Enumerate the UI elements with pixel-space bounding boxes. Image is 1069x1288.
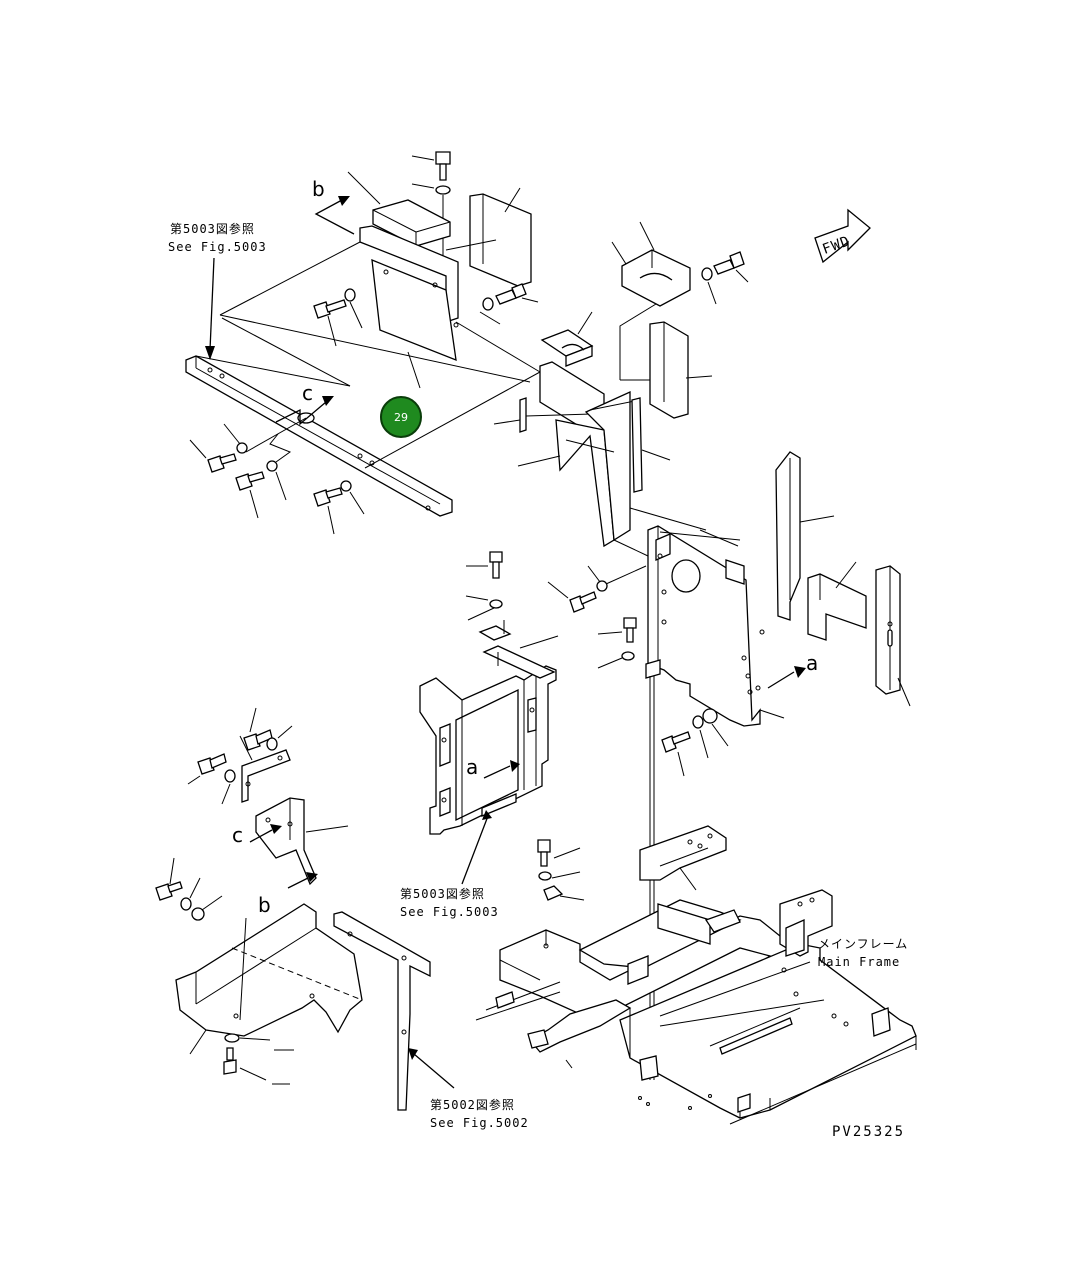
- bolt-washer-group-f: [547, 565, 647, 613]
- tall-side-panel: [775, 451, 835, 621]
- reference-top-left: 第5003図参照 See Fig.5003: [168, 221, 267, 360]
- top-block-pad: [347, 171, 451, 247]
- view-arrow-c-left: c: [232, 823, 282, 847]
- fwd-direction-arrow: FWD: [814, 208, 871, 264]
- view-letter-c-left: c: [232, 823, 243, 847]
- callout-badge-number: 29: [394, 411, 408, 424]
- vertical-bar: [631, 397, 671, 493]
- mounting-plate-upper: [359, 225, 497, 389]
- view-arrow-b-left: b: [258, 872, 318, 917]
- upper-right-bracket: [611, 221, 749, 380]
- tall-pad-right: [649, 321, 713, 419]
- bolt-washer-group-e: [313, 480, 365, 535]
- center-bracket-assembly: [493, 311, 664, 548]
- bolt-washer-group-g: [597, 617, 637, 669]
- view-arrow-b-top: b: [312, 177, 355, 235]
- bolt-washer-group-b: [479, 283, 539, 325]
- reference-bottom-en: See Fig.5002: [430, 1116, 529, 1130]
- reference-top-left-jp: 第5003図参照: [170, 221, 255, 236]
- side-panel-plate: [613, 507, 785, 727]
- view-letter-a-mid: a: [466, 755, 478, 779]
- bolt-washer-group-a: [313, 288, 363, 347]
- bolt-washer-group-j: [155, 857, 223, 921]
- view-letter-c-top: c: [302, 381, 313, 405]
- reference-mid: 第5003図参照 See Fig.5003: [400, 810, 499, 919]
- reference-bottom: 第5002図参照 See Fig.5002: [408, 1048, 529, 1130]
- callout-badge-29[interactable]: 29: [380, 396, 422, 438]
- lower-cover-plate: [175, 903, 363, 1085]
- view-arrow-c-top: c: [269, 381, 334, 463]
- bolt-washer-group-c: [189, 423, 248, 473]
- top-bolt-assembly: [411, 151, 451, 262]
- bolt-washer-group-i: [465, 551, 505, 634]
- rubber-pad-right: [469, 187, 532, 287]
- bolt-washer-group-d: [235, 460, 287, 519]
- reference-top-left-en: See Fig.5003: [168, 240, 267, 254]
- vertical-support-strip: [333, 911, 431, 1111]
- view-letter-b-left: b: [258, 893, 271, 917]
- slotted-strip: [875, 565, 911, 707]
- reference-bottom-jp: 第5002図参照: [430, 1097, 515, 1112]
- lower-left-bracket: [187, 707, 349, 886]
- main-frame-label-en: Main Frame: [818, 955, 900, 969]
- cross-beam: [185, 317, 453, 517]
- l-shaped-pad: [807, 561, 867, 641]
- main-frame-label-jp: メインフレーム: [818, 937, 908, 951]
- main-frame-label: メインフレーム Main Frame: [818, 937, 908, 969]
- radiator-frame: a: [419, 625, 559, 835]
- bolt-washer-group-h: [661, 708, 729, 777]
- view-arrow-a-right: a: [767, 651, 818, 689]
- main-frame: [475, 825, 917, 1125]
- bolt-washer-group-k: [537, 839, 585, 901]
- drawing-number: PV25325: [832, 1124, 905, 1140]
- reference-mid-jp: 第5003図参照: [400, 886, 485, 901]
- view-letter-b-top: b: [312, 177, 325, 201]
- reference-mid-en: See Fig.5003: [400, 905, 499, 919]
- view-letter-a-right: a: [806, 651, 818, 675]
